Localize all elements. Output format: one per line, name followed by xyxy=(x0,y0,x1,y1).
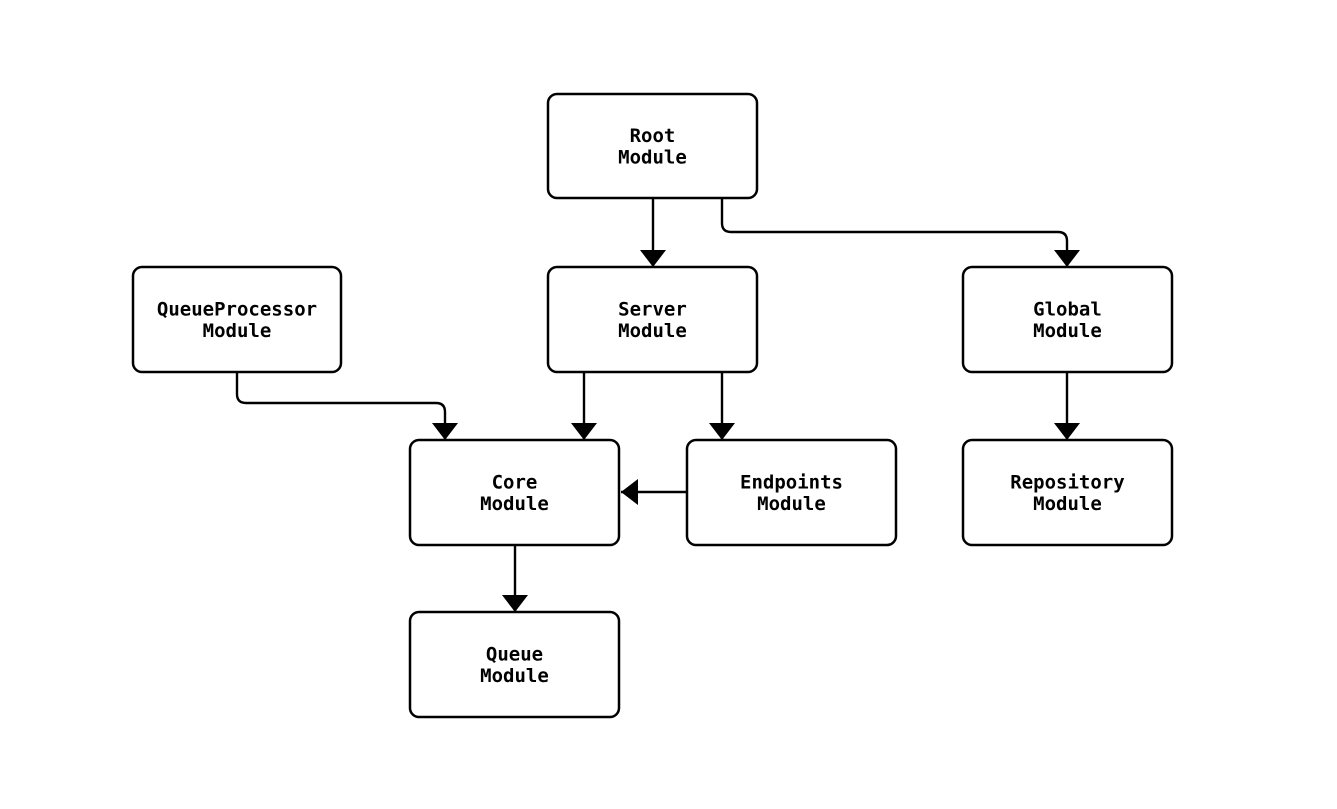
edge-core-to-queue xyxy=(502,545,528,612)
node-box xyxy=(408,610,621,719)
node-box xyxy=(546,265,759,374)
node-box xyxy=(685,438,898,547)
edge-line xyxy=(235,372,447,440)
arrowhead-icon xyxy=(640,250,666,267)
edge-endpoints-to-core xyxy=(621,479,687,505)
node-box xyxy=(961,265,1174,374)
arrowhead-icon xyxy=(571,423,597,440)
edge-global-to-repository xyxy=(1054,372,1080,440)
edge-server-to-core xyxy=(571,372,597,440)
edge-queue-processor-to-core xyxy=(235,372,458,440)
edge-root-to-global xyxy=(720,198,1080,267)
edge-root-to-server xyxy=(640,198,666,267)
edge-line xyxy=(720,198,1069,267)
node-box xyxy=(546,92,759,200)
arrowhead-icon xyxy=(709,423,735,440)
arrowhead-icon xyxy=(432,423,458,440)
arrowhead-icon xyxy=(1054,250,1080,267)
arrowhead-icon xyxy=(621,479,638,505)
node-box xyxy=(408,438,621,547)
node-box xyxy=(131,265,343,374)
arrowhead-icon xyxy=(1054,423,1080,440)
node-box xyxy=(961,438,1174,547)
edge-server-to-endpoints xyxy=(709,372,735,440)
arrowhead-icon xyxy=(502,595,528,612)
